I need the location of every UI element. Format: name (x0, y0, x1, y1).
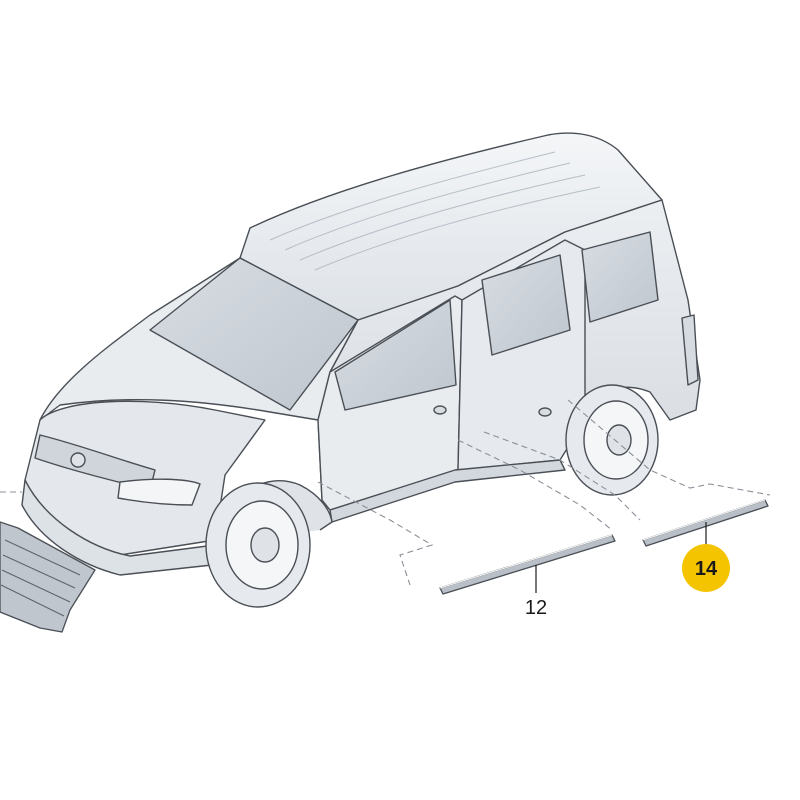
badge (70, 452, 86, 468)
leader-lines (0, 399, 771, 586)
front-door-handle (433, 405, 447, 415)
callout-14-badge (682, 544, 730, 592)
rear-wheel (565, 384, 659, 496)
callout-14: 14 (682, 522, 730, 592)
roof-ribs (269, 151, 601, 271)
leader-14-front (567, 399, 771, 496)
front-door-window (334, 299, 457, 411)
callout-12-label: 12 (525, 597, 547, 619)
front-wheel (205, 482, 311, 608)
leader-12-rear (457, 439, 613, 531)
van-roof (239, 132, 663, 321)
windshield (149, 257, 359, 411)
callout-12: 12 (525, 565, 547, 619)
detached-grille-part (0, 521, 96, 633)
trim-strip-12 (439, 534, 616, 595)
callout-14-label: 14 (695, 558, 718, 580)
leader-14-rear (483, 431, 641, 521)
sliding-door-window (481, 254, 571, 356)
rear-side-window (581, 231, 659, 323)
slide-door-handle (538, 407, 552, 417)
van-body (21, 132, 701, 608)
rear-lamp (681, 314, 699, 386)
leader-12-front (317, 481, 434, 586)
headlight (117, 478, 201, 506)
